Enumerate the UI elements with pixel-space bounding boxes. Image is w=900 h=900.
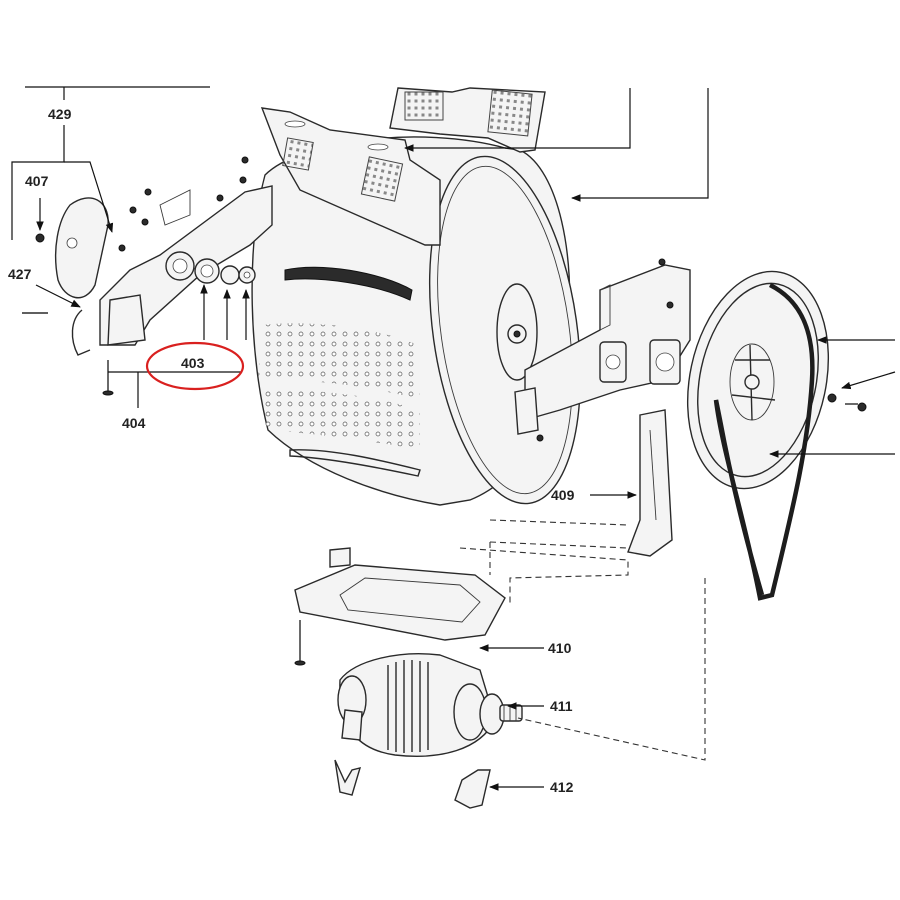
callout-403: 403 bbox=[181, 355, 205, 371]
callout-411: 411 bbox=[550, 698, 573, 714]
motor-bracket-410 bbox=[294, 547, 506, 666]
callout-410: 410 bbox=[548, 640, 572, 656]
alignment-lines bbox=[459, 519, 706, 761]
perforation-field-lower bbox=[262, 389, 420, 450]
callout-407: 407 bbox=[25, 173, 49, 189]
washer-tub bbox=[251, 87, 582, 506]
highlight-ring-403 bbox=[145, 341, 245, 391]
callout-409: 409 bbox=[551, 487, 575, 503]
leader-lines bbox=[11, 86, 896, 791]
callout-429: 429 bbox=[48, 106, 72, 122]
drum-pulley bbox=[686, 270, 867, 490]
motor-411 bbox=[337, 653, 523, 757]
callout-404: 404 bbox=[122, 415, 146, 431]
support-arm-409 bbox=[627, 409, 673, 557]
drive-belt bbox=[713, 282, 815, 601]
left-bearing-bracket bbox=[22, 156, 273, 396]
callout-427: 427 bbox=[8, 266, 32, 282]
callout-labels: 429 407 427 403 404 409 410 411 412 bbox=[8, 106, 575, 795]
right-bearing-bracket bbox=[514, 258, 691, 557]
cover-plate-407 bbox=[55, 197, 109, 299]
shock-mounts-412 bbox=[334, 759, 491, 809]
perforation-field-upper bbox=[258, 323, 420, 400]
callout-412: 412 bbox=[550, 779, 574, 795]
